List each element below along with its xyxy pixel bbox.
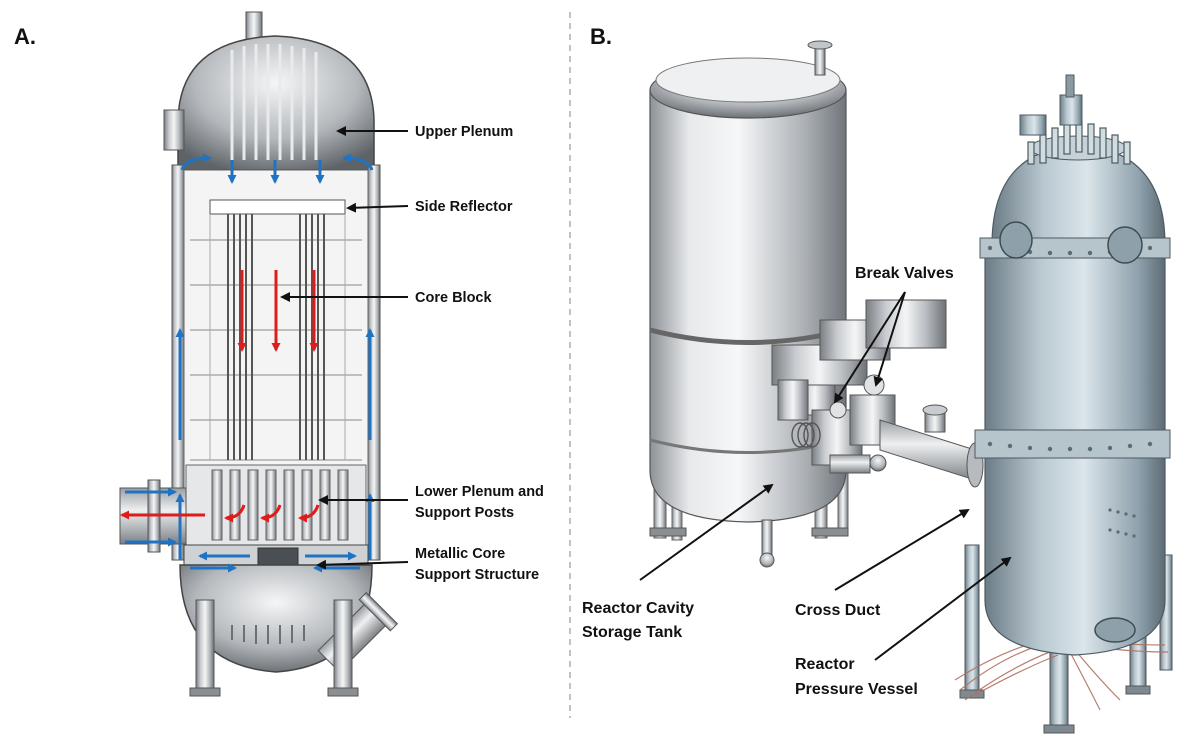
panel-a-callouts: Upper Plenum Side Reflector Core Block L…: [280, 124, 544, 583]
panel-a-cutaway-vessel: [119, 11, 399, 697]
callout-arrow-rpv: [874, 556, 1012, 661]
label-rpv-line2: Pressure Vessel: [795, 681, 918, 698]
flow-arrow-blue-top-right: [342, 153, 374, 171]
panel-b-assembly: [649, 40, 1173, 734]
panel-b-callouts: Break Valves Reactor Cavity Storage Tank…: [582, 265, 1012, 698]
label-core-block: Core Block: [415, 290, 492, 306]
label-lower-plenum-line2: Support Posts: [415, 505, 514, 521]
label-lower-plenum-line1: Lower Plenum and: [415, 484, 544, 500]
callout-arrow-cross-duct: [834, 508, 970, 591]
label-storage-tank-line1: Reactor Cavity: [582, 600, 694, 617]
flow-arrow-red-plenum-2: [260, 504, 282, 523]
label-rpv-line1: Reactor: [795, 656, 855, 673]
callout-arrow-metallic-core: [316, 559, 409, 570]
label-metallic-core-line2: Support Structure: [415, 567, 539, 583]
flow-arrow-red-plenum-1: [224, 504, 246, 523]
label-storage-tank-line2: Storage Tank: [582, 624, 682, 641]
panel-letter-b: B.: [590, 24, 612, 49]
callout-arrow-break-valve-left: [833, 291, 906, 404]
callout-arrow-storage-tank: [639, 483, 774, 581]
panel-letter-a: A.: [14, 24, 36, 49]
label-break-valves: Break Valves: [855, 265, 954, 282]
label-upper-plenum: Upper Plenum: [415, 124, 513, 140]
callout-arrow-side-reflector: [346, 202, 409, 213]
label-side-reflector: Side Reflector: [415, 199, 513, 215]
label-metallic-core-line1: Metallic Core: [415, 546, 505, 562]
flow-arrow-blue-top-left: [180, 153, 212, 171]
flow-arrow-red-plenum-3: [298, 504, 320, 523]
label-cross-duct: Cross Duct: [795, 602, 881, 619]
callout-arrow-break-valve-right: [873, 291, 906, 387]
